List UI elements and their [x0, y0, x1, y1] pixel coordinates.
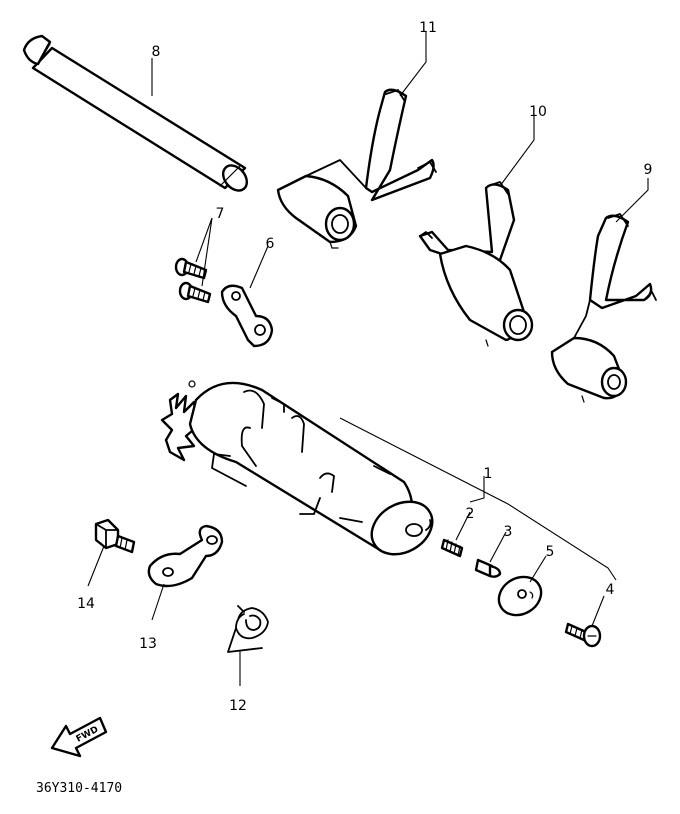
fwd-arrow-icon: FWD [50, 716, 108, 758]
reference-code: 36Y310-4170 [36, 781, 122, 796]
callout-7: 7 [216, 206, 225, 222]
callout-13: 13 [139, 636, 157, 652]
shift-fork-11-part [276, 88, 437, 249]
shift-drum-1-part [160, 380, 434, 556]
lever-13-part [147, 524, 224, 588]
callout-10: 10 [529, 104, 547, 120]
callout-12: 12 [229, 698, 247, 714]
callout-labels: 1 2 3 4 5 6 7 8 9 10 11 12 13 14 [77, 20, 652, 714]
leader-lines [87, 32, 649, 686]
shift-fork-9-part [550, 213, 657, 403]
guide-bar-part [22, 34, 249, 192]
screws-7-part [174, 257, 212, 304]
callout-8: 8 [152, 44, 161, 60]
callout-4: 4 [606, 582, 615, 598]
pin-3-part [474, 558, 502, 578]
callout-14: 14 [77, 596, 95, 612]
torsion-spring-12-part [227, 605, 269, 653]
callout-5: 5 [546, 544, 555, 560]
bolt-14-part [94, 518, 136, 554]
spring-2-part [440, 538, 464, 558]
washer-5-part [497, 575, 543, 617]
shift-fork-10-part [418, 181, 534, 347]
callout-1: 1 [484, 466, 493, 482]
screw-4-part [564, 622, 602, 648]
stopper-plate-6-part [220, 284, 274, 348]
callout-2: 2 [466, 506, 475, 522]
callout-9: 9 [644, 162, 653, 178]
callout-6: 6 [266, 236, 275, 252]
callout-3: 3 [504, 524, 513, 540]
callout-11: 11 [419, 20, 437, 36]
